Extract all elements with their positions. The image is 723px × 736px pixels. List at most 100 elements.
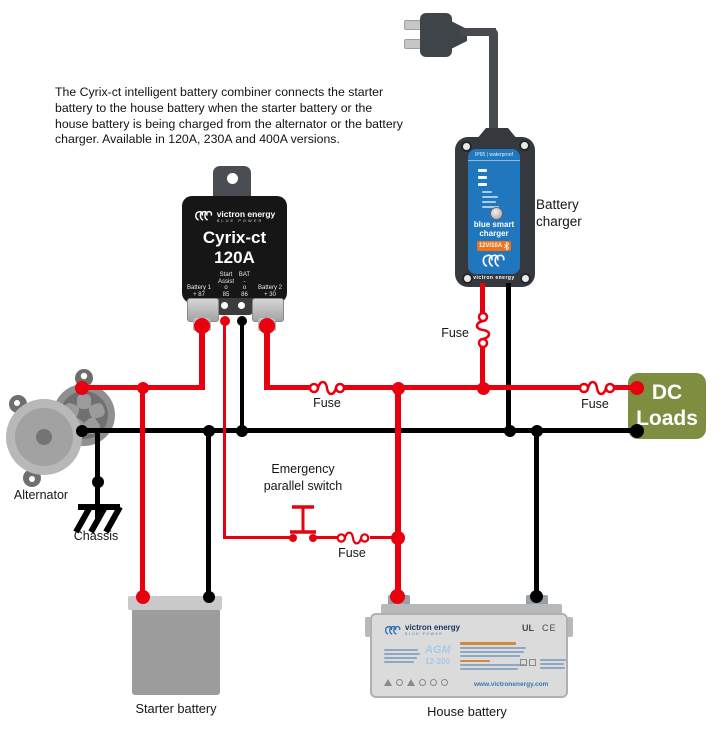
plug-neck [449,20,467,50]
terminal-label: BAT [238,272,251,278]
battery-charger-label: Battery charger [536,197,582,230]
battery-charger-label-line: charger [536,213,582,229]
victron-logo: victron energy BLUE POWER [384,624,460,637]
victron-swirl-icon [384,625,401,635]
dc-loads-positive-terminal [630,381,644,395]
screw-icon [520,273,531,284]
junction-dot [531,425,543,437]
charger-mode-button[interactable] [490,207,503,220]
charger-name: blue smart [473,220,515,229]
junction-dot [392,382,405,395]
wire-charger-positive [480,346,485,388]
fuse-icon [336,531,370,545]
cyrix-85-cap [220,316,230,326]
intro-line: battery to the house battery when the st… [55,100,373,115]
emergency-switch-label: Emergency parallel switch [240,461,366,495]
terminal-label: Battery 2 [257,285,282,291]
led-label [482,201,496,203]
alternator-positive-terminal [75,381,89,395]
power-cable [489,28,498,140]
terminal-label: 86 [241,291,248,298]
led-label [482,196,498,198]
wire-fuse-to-house [370,536,398,539]
battery-charger-label-line: Battery [536,197,579,212]
charger-front-panel: IP65 | waterproof blue smart charger 12V… [468,149,520,281]
wire-house-positive [395,386,401,598]
warning-icons [384,679,448,686]
junction-dot [236,425,248,437]
wire-starter-negative [206,430,211,598]
house-battery-handle [365,617,371,637]
wire-switch-to-fuse [313,536,338,539]
cyrix-rating: 120A [214,248,255,267]
house-battery-handle [567,617,573,637]
starter-negative-terminal [203,591,215,603]
starter-battery-body [132,610,220,695]
victron-swirl-icon [194,210,212,221]
fuse-label: Fuse [338,546,366,560]
led-indicator [478,176,487,179]
cyrix-battery2-cap [259,318,275,334]
intro-line: house battery is being charged from the … [55,116,403,131]
junction-dot [477,382,490,395]
wire-house-negative [534,430,539,598]
terminal-label: Assist [217,278,234,285]
house-negative-terminal [530,590,543,603]
battery-model: AGM [425,644,451,656]
terminal-label: 85 [222,291,230,298]
cyrix-model: Cyrix-ct [202,228,267,247]
chassis-label: Chassis [73,529,119,543]
fuse-icon [579,380,615,396]
cert-pictograms [520,659,536,666]
cyrix-device: victron energy BLUE POWER Cyrix-ct 120A … [182,196,287,303]
charger-rating-badge: 12V/10A [477,241,511,251]
cyrix-mount-hole [227,173,238,184]
wire-start-assist [223,320,226,539]
terminal-label: + 30 [264,291,276,298]
wire-charger-negative [506,283,511,432]
wire-starter-positive [140,386,145,599]
screw-icon [462,273,473,284]
intro-line: The Cyrix-ct intelligent battery combine… [55,85,384,99]
wire-cyrix-86 [240,320,244,432]
alternator-negative-terminal [76,425,88,437]
intro-paragraph: The Cyrix-ct intelligent battery combine… [55,85,435,148]
terminal-label: + 87 [193,291,205,298]
junction-dot [203,425,215,437]
ul-mark: UL [522,623,534,633]
victron-website: www.victronenergy.com [474,681,549,688]
dc-loads-line: DC [651,381,683,404]
alternator-label: Alternator [13,488,69,502]
junction-dot [92,476,104,488]
terminal-label: o [224,285,228,291]
wire-battery2-to-fuse [264,385,310,390]
fuse-label: Fuse [313,396,341,410]
led-label [482,206,499,208]
starter-battery [128,596,222,610]
house-battery: victron energy BLUE POWER UL CE AGM 12-2… [370,613,568,698]
terminal-label: o [242,285,247,291]
house-battery-lid [381,604,562,615]
junction-dot [391,531,405,545]
wire-charger-positive [480,283,485,314]
fuse-label: Fuse [581,397,609,411]
charger-rating: 12V/10A [478,243,503,249]
house-battery-brand: victron energy [405,623,461,632]
starter-battery-label: Starter battery [135,701,217,716]
power-plug-icon [420,13,452,57]
cyrix-battery1-cap [194,318,210,334]
fuse-icon [309,380,345,396]
switch-contact [309,534,317,542]
wire-positive-bus [344,385,582,390]
house-battery-label: House battery [427,704,507,719]
house-battery-brand-sub: BLUE POWER [405,632,444,636]
intro-line: charger. Available in 120A, 230A and 400… [55,132,340,147]
wire-cyrix-battery2 [264,326,270,388]
junction-dot [504,425,516,437]
terminal-label: Battery 1 [186,285,211,291]
push-switch-icon[interactable] [288,503,318,539]
label-fineprint [540,657,566,669]
cyrix-86-cap [237,316,247,326]
led-indicator [478,183,487,186]
fuse-icon [475,312,491,348]
